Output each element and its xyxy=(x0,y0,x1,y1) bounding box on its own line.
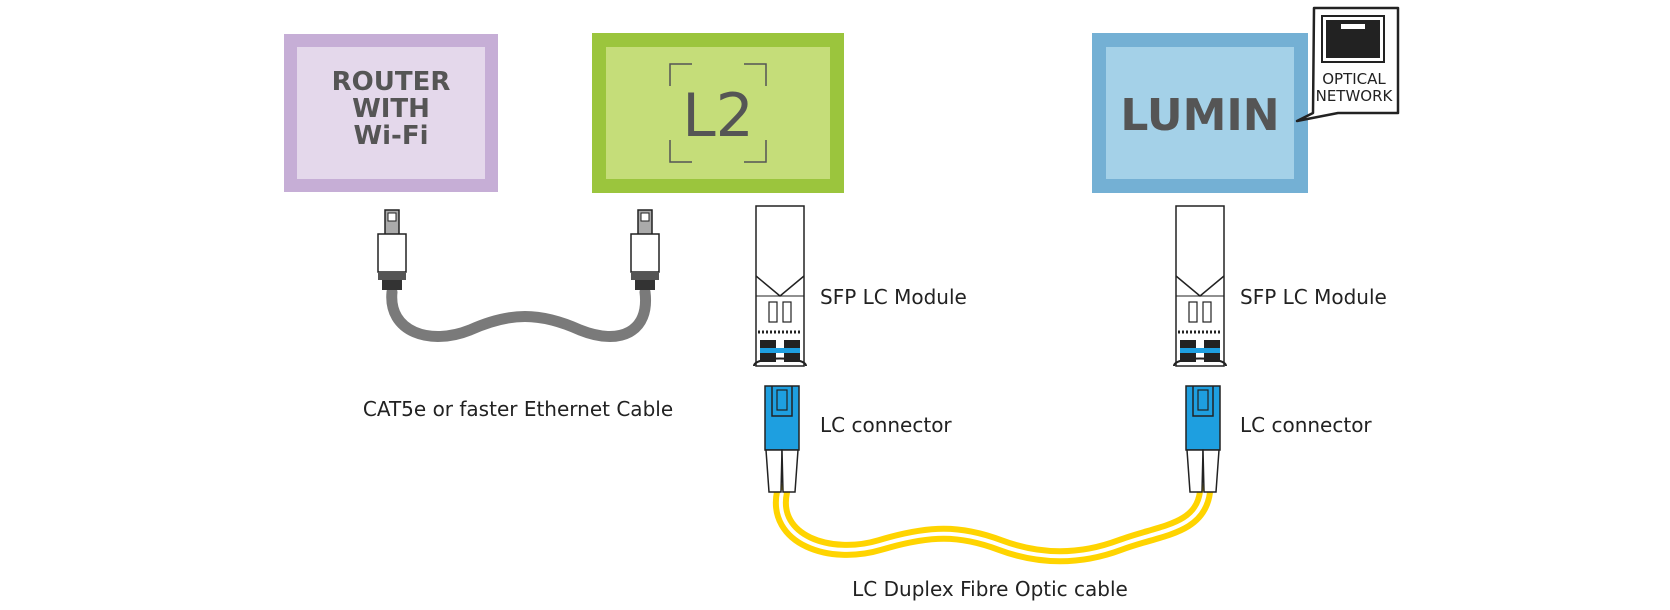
lc-left-label: LC connector xyxy=(820,413,952,437)
ethernet-cable: CAT5e or faster Ethernet Cable xyxy=(363,209,673,421)
sfp-right-label: SFP LC Module xyxy=(1240,285,1387,309)
router-label-line1: ROUTER xyxy=(332,67,451,97)
lc-right-label: LC connector xyxy=(1240,413,1372,437)
lumin-label: LUMIN xyxy=(1120,90,1279,141)
fibre-cable-wire xyxy=(772,484,1213,565)
lumin-box: LUMIN xyxy=(1092,33,1308,193)
badge-line2: NETWORK xyxy=(1316,87,1394,105)
fibre-cable-label: LC Duplex Fibre Optic cable xyxy=(852,577,1128,601)
l2-label: L2 xyxy=(682,81,754,151)
fibre-optic-cable: LC Duplex Fibre Optic cable xyxy=(772,484,1213,601)
sfp-left-label: SFP LC Module xyxy=(820,285,967,309)
rj45-plug-icon xyxy=(377,209,407,290)
router-box: ROUTER WITH Wi-Fi xyxy=(284,34,498,192)
router-label-line3: Wi-Fi xyxy=(353,121,428,151)
ethernet-cable-label: CAT5e or faster Ethernet Cable xyxy=(363,397,673,421)
optical-network-badge: OPTICAL NETWORK xyxy=(1295,6,1400,123)
sfp-module-left: SFP LC Module xyxy=(753,205,967,367)
l2-frame-corners-icon xyxy=(669,63,767,163)
l2-box: L2 xyxy=(592,33,844,193)
rj45-plug-icon xyxy=(630,209,660,290)
lc-connector-right: LC connector xyxy=(1185,385,1372,493)
router-label-line2: WITH xyxy=(352,94,430,124)
sfp-module-right: SFP LC Module xyxy=(1173,205,1387,367)
lc-connector-left: LC connector xyxy=(764,385,952,493)
badge-line1: OPTICAL xyxy=(1322,70,1386,88)
ethernet-cable-wire xyxy=(386,286,652,342)
